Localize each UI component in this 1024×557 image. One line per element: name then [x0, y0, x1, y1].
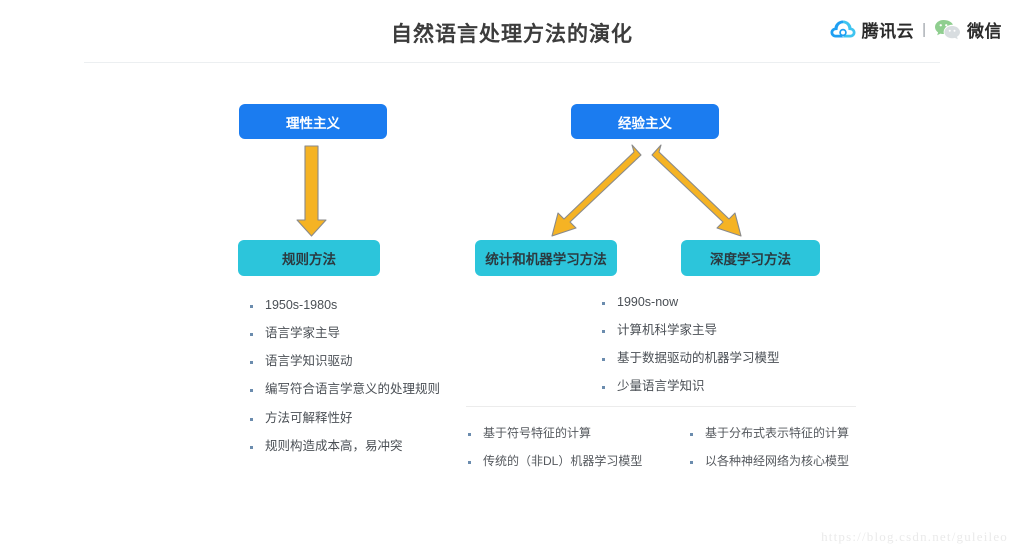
bullet-list-deep-learning: 基于分布式表示特征的计算 以各种神经网络为核心模型: [690, 426, 849, 482]
list-item-text: 以各种神经网络为核心模型: [705, 454, 850, 468]
bullet-list-statistical-ml: 基于符号特征的计算 传统的（非DL）机器学习模型: [468, 426, 642, 482]
node-rule-methods-label: 规则方法: [282, 252, 336, 267]
brand-separator: |: [922, 20, 926, 38]
bullet-dot-icon: [690, 433, 693, 436]
list-item-text: 规则构造成本高，易冲突: [265, 438, 403, 453]
bullet-dot-icon: [690, 461, 693, 464]
arrow-empiricism-to-statml: [551, 144, 642, 237]
node-rationalism-label: 理性主义: [286, 115, 340, 131]
list-item-text: 传统的（非DL）机器学习模型: [483, 454, 643, 468]
list-item-text: 少量语言学知识: [617, 379, 705, 394]
list-item: 基于符号特征的计算: [468, 426, 642, 441]
page-header: 自然语言处理方法的演化 腾讯云 | 微信: [0, 0, 1024, 63]
bullet-dot-icon: [250, 389, 253, 393]
bullet-dot-icon: [468, 461, 471, 464]
node-rule-methods[interactable]: 规则方法: [238, 240, 380, 276]
bullet-dot-icon: [250, 305, 253, 308]
list-item: 基于分布式表示特征的计算: [690, 426, 849, 441]
bullet-dot-icon: [250, 445, 253, 449]
list-item: 1950s-1980s: [250, 298, 440, 314]
list-item: 计算机科学家主导: [602, 323, 780, 339]
bullet-dot-icon: [468, 433, 471, 436]
node-deep-learning-methods[interactable]: 深度学习方法: [681, 240, 820, 276]
list-item: 方法可解释性好: [250, 411, 440, 427]
page-title: 自然语言处理方法的演化: [391, 23, 633, 46]
list-item-text: 语言学家主导: [265, 326, 341, 341]
list-item: 基于数据驱动的机器学习模型: [602, 351, 780, 367]
list-item-text: 1950s-1980s: [265, 298, 338, 312]
node-statistical-ml-methods[interactable]: 统计和机器学习方法: [475, 240, 617, 276]
bullet-dot-icon: [250, 333, 253, 337]
arrow-empiricism-to-deep: [651, 144, 742, 237]
tencent-cloud-icon: [830, 19, 856, 39]
list-item-text: 方法可解释性好: [265, 410, 353, 425]
list-item: 以各种神经网络为核心模型: [690, 454, 849, 469]
node-empiricism-label: 经验主义: [618, 115, 672, 131]
list-item: 传统的（非DL）机器学习模型: [468, 454, 642, 469]
wechat-icon: [934, 18, 961, 40]
brand-logos: 腾讯云 | 微信: [830, 14, 1002, 44]
watermark: https://blog.csdn.net/guleileo: [821, 529, 1008, 544]
bullet-dot-icon: [602, 302, 605, 305]
bullet-list-rule-methods: 1950s-1980s 语言学家主导 语言学知识驱动 编写符合语言学意义的处理规…: [250, 298, 440, 467]
list-item-text: 计算机科学家主导: [617, 323, 718, 338]
header-divider: [84, 62, 940, 63]
list-item-text: 基于数据驱动的机器学习模型: [617, 351, 780, 366]
list-item: 语言学家主导: [250, 326, 440, 342]
list-item-text: 编写符合语言学意义的处理规则: [265, 382, 441, 397]
list-item: 编写符合语言学意义的处理规则: [250, 382, 440, 398]
bullet-dot-icon: [250, 361, 253, 365]
list-item-text: 基于符号特征的计算: [483, 426, 592, 440]
arrow-rationalism-to-rule: [296, 145, 327, 237]
node-deep-learning-methods-label: 深度学习方法: [710, 252, 791, 267]
bullet-dot-icon: [602, 386, 605, 390]
bullet-dot-icon: [250, 417, 253, 421]
tencent-cloud-label: 腾讯云: [861, 21, 915, 41]
node-statistical-ml-methods-label: 统计和机器学习方法: [485, 252, 607, 267]
list-item: 1990s-now: [602, 295, 780, 311]
list-item: 少量语言学知识: [602, 379, 780, 395]
list-item-text: 1990s-now: [617, 295, 679, 309]
bullet-dot-icon: [602, 330, 605, 334]
node-rationalism[interactable]: 理性主义: [239, 104, 387, 139]
bullet-dot-icon: [602, 358, 605, 362]
bullet-list-empiricism: 1990s-now 计算机科学家主导 基于数据驱动的机器学习模型 少量语言学知识: [602, 295, 780, 408]
list-item-text: 语言学知识驱动: [265, 354, 353, 369]
node-empiricism[interactable]: 经验主义: [571, 104, 719, 139]
list-item: 规则构造成本高，易冲突: [250, 439, 440, 455]
list-item-text: 基于分布式表示特征的计算: [705, 426, 850, 440]
wechat-label: 微信: [967, 21, 1002, 41]
list-item: 语言学知识驱动: [250, 354, 440, 370]
bottom-divider: [466, 406, 856, 407]
